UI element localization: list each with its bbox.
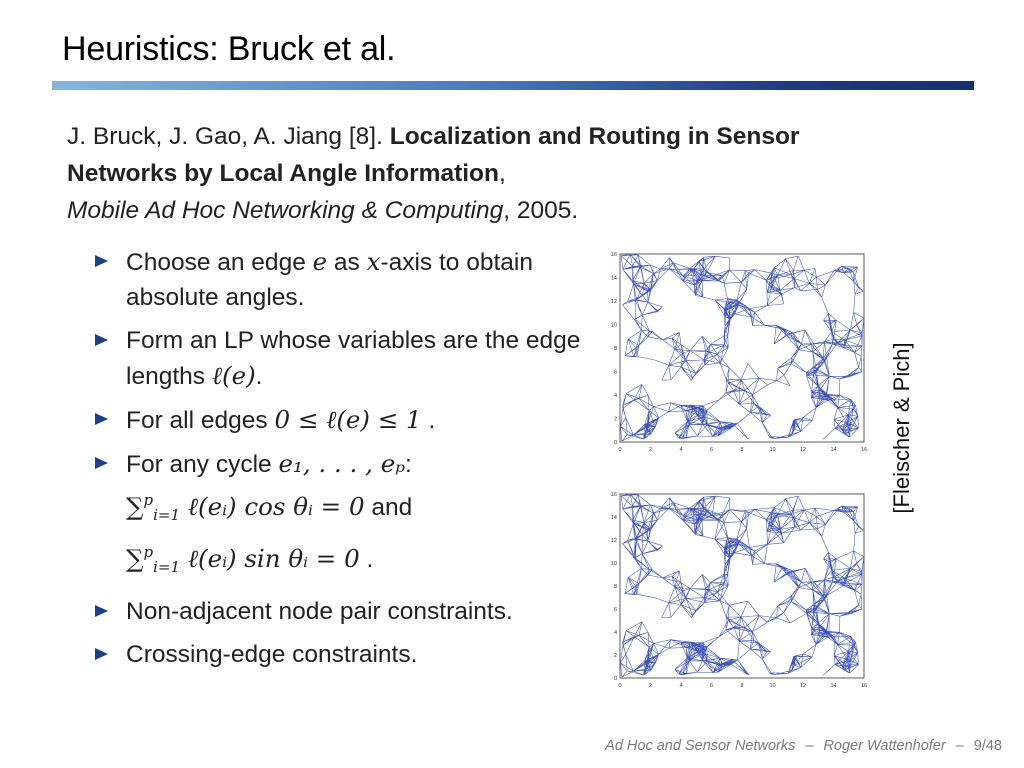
math-sum-symbol: ∑ (126, 544, 144, 573)
graph-edges (620, 253, 865, 442)
bullet-arrow-icon (95, 605, 108, 617)
y-tick-label: 10 (611, 323, 617, 329)
x-tick-label: 6 (710, 683, 713, 689)
y-tick-label: 16 (611, 492, 617, 498)
math-edge-e: e (312, 247, 328, 276)
bullet-list: Choose an edge e as x-axis to obtain abs… (95, 244, 595, 680)
x-tick-label: 16 (861, 447, 867, 453)
bullet-text: -axis to obtain absolute angles. (126, 249, 533, 311)
bullet-text: Non-adjacent node pair constraints. (126, 598, 513, 625)
bullet-item: For any cycle e₁, . . . , eₚ: ∑pi=1 ℓ(eᵢ… (95, 446, 595, 586)
bullet-arrow-icon (95, 457, 108, 469)
bullet-text: Crossing-edge constraints. (126, 641, 418, 668)
bullet-item: Choose an edge e as x-axis to obtain abs… (95, 244, 595, 315)
bullet-item: For all edges 0 ≤ ℓ(e) ≤ 1 . (95, 402, 595, 438)
x-tick-label: 0 (618, 683, 621, 689)
y-tick-label: 4 (614, 393, 617, 399)
math-sum-upper: p (143, 543, 154, 561)
reference-year: , 2005. (503, 197, 579, 224)
y-tick-label: 12 (611, 299, 617, 305)
math-sin-constraint: ℓ(eᵢ) sin θᵢ = 0 (180, 544, 360, 573)
x-tick-label: 8 (740, 447, 743, 453)
bullet-arrow-icon (95, 413, 108, 425)
paper-reference: J. Bruck, J. Gao, A. Jiang [8]. Localiza… (67, 118, 867, 229)
math-sum-upper: p (143, 491, 154, 509)
y-tick-label: 14 (611, 276, 617, 282)
bullet-arrow-icon (95, 255, 108, 267)
x-tick-label: 10 (769, 683, 775, 689)
graph-edge-path (620, 253, 865, 442)
y-tick-label: 16 (611, 252, 617, 258)
bullet-text: and (364, 494, 413, 521)
bullet-item: Form an LP whose variables are the edge … (95, 323, 595, 394)
y-tick-label: 6 (614, 607, 617, 613)
y-tick-label: 12 (611, 538, 617, 544)
slide-footer: Ad Hoc and Sensor Networks–Roger Wattenh… (605, 738, 1002, 754)
bullet-text: . (255, 363, 263, 390)
x-tick-label: 14 (830, 683, 836, 689)
math-length-bounds: 0 ≤ ℓ(e) ≤ 1 (274, 405, 422, 434)
network-graph-figure-top: 0 2 4 6 8 10 12 14 16 0 2 4 6 8 10 12 14 16 (606, 248, 868, 462)
plot-frame (619, 253, 865, 443)
bullet-arrow-icon (95, 334, 108, 346)
x-tick-label: 2 (649, 447, 652, 453)
y-tick-label: 0 (614, 440, 617, 446)
x-tick-label: 12 (800, 683, 806, 689)
footer-separator: – (955, 738, 964, 754)
footer-course: Ad Hoc and Sensor Networks (605, 738, 796, 754)
x-tick-label: 4 (679, 447, 682, 453)
bullet-arrow-icon (95, 648, 108, 660)
bullet-text: For any cycle (126, 451, 279, 478)
y-tick-label: 14 (611, 515, 617, 521)
x-tick-label: 14 (830, 447, 836, 453)
x-tick-label: 12 (800, 447, 806, 453)
y-tick-label: 6 (614, 370, 617, 376)
math-cycle: e₁, . . . , eₚ (278, 449, 406, 478)
reference-paper-title: Localization and Routing in Sensor Netwo… (67, 123, 800, 187)
reference-venue: Mobile Ad Hoc Networking & Computing (67, 197, 504, 224)
slide-title: Heuristics: Bruck et al. (62, 30, 396, 68)
math-sum-lower: i=1 (153, 506, 181, 524)
x-tick-label: 0 (618, 447, 621, 453)
bullet-text: Choose an edge (126, 249, 313, 276)
x-tick-label: 10 (769, 447, 775, 453)
bullet-text: . (359, 546, 374, 573)
math-sum-lower: i=1 (153, 558, 181, 576)
bullet-item: Crossing-edge constraints. (95, 637, 595, 672)
bullet-text: Form an LP whose variables are the edge … (126, 327, 581, 390)
plot-frame (619, 493, 865, 679)
math-sum-symbol: ∑ (126, 492, 144, 521)
x-tick-label: 16 (861, 683, 867, 689)
x-tick-label: 8 (740, 683, 743, 689)
bullet-text: : (405, 451, 412, 478)
bullet-text: For all edges (126, 407, 275, 434)
footer-separator: – (805, 738, 814, 754)
math-x: x (366, 247, 381, 276)
network-graph-figure-bottom: 0 2 4 6 8 10 12 14 16 0 2 4 6 8 10 12 14 16 (606, 488, 868, 698)
x-tick-label: 2 (649, 683, 652, 689)
y-tick-label: 8 (614, 346, 617, 352)
y-tick-label: 4 (614, 630, 617, 636)
bullet-item: Non-adjacent node pair constraints. (95, 594, 595, 629)
y-tick-label: 8 (614, 584, 617, 590)
title-underline-bar (52, 81, 974, 90)
reference-comma: , (498, 160, 506, 187)
figure-credit: [Fleischer & Pich] (889, 342, 914, 514)
graph-edge-path (620, 493, 865, 678)
y-tick-label: 10 (611, 561, 617, 567)
y-tick-label: 2 (614, 653, 617, 659)
footer-author: Roger Wattenhofer (823, 738, 946, 754)
reference-authors: J. Bruck, J. Gao, A. Jiang [8]. (67, 123, 383, 150)
footer-page-number: 9/48 (973, 738, 1002, 754)
y-tick-label: 0 (614, 676, 617, 682)
y-tick-label: 2 (614, 417, 617, 423)
x-tick-label: 6 (710, 447, 713, 453)
math-cos-constraint: ℓ(eᵢ) cos θᵢ = 0 (180, 492, 365, 521)
x-tick-label: 4 (679, 683, 682, 689)
math-edge-length: ℓ(e) (211, 361, 256, 390)
graph-edges (620, 493, 865, 678)
bullet-text: as (327, 249, 367, 276)
bullet-text: . (421, 407, 436, 434)
